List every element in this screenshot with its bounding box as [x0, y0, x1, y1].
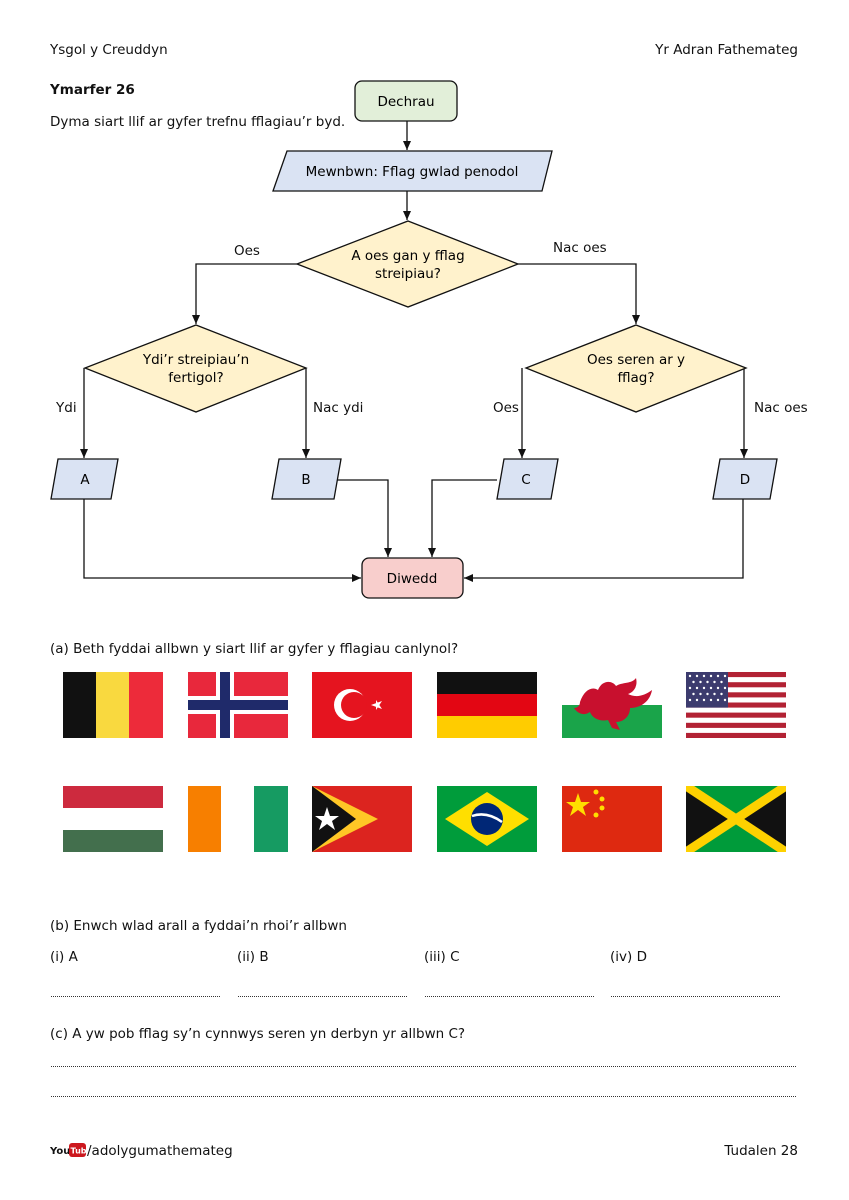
decision-main — [295, 220, 520, 308]
branch-right-no: Nac oes — [754, 400, 808, 416]
belgium-flag — [63, 672, 163, 738]
end-box — [361, 557, 464, 599]
wales-flag — [562, 672, 662, 738]
decision-main-line1: A oes gan y fflag — [351, 248, 464, 264]
svg-text:Tube: Tube — [71, 1147, 87, 1156]
arrow-b-to-end — [334, 479, 392, 557]
start-box — [354, 80, 458, 122]
answer-line-b-ii[interactable] — [238, 996, 407, 997]
footer-page-number: Tudalen 28 — [724, 1143, 798, 1159]
input-box — [272, 150, 553, 192]
output-a-box — [50, 458, 119, 500]
question-b-iii: (iii) C — [424, 949, 460, 965]
footer-channel[interactable]: /adolygumathemateg — [87, 1143, 233, 1159]
output-b-box — [271, 458, 342, 500]
question-b-ii: (ii) B — [237, 949, 269, 965]
arrow-c-to-end — [428, 479, 497, 557]
arrow-main-no — [518, 263, 640, 324]
decision-left — [83, 324, 308, 413]
exercise-intro: Dyma siart llif ar gyfer trefnu fflagiau… — [50, 114, 346, 130]
flowchart: Dechrau Mewnbwn: Fflag gwlad penodol A o… — [50, 80, 778, 599]
norway-flag — [188, 672, 288, 738]
answer-line-b-i[interactable] — [51, 996, 220, 997]
east-timor-flag — [312, 786, 412, 852]
turkey-flag — [312, 672, 412, 738]
branch-right-yes: Oes — [493, 400, 519, 416]
question-a: (a) Beth fyddai allbwn y siart llif ar g… — [50, 641, 459, 657]
decision-left-line1: Ydi’r streipiau’n — [142, 352, 249, 368]
output-a-label: A — [80, 472, 90, 488]
branch-left-yes: Ydi — [56, 400, 77, 416]
jamaica-flag — [686, 786, 786, 852]
start-label: Dechrau — [377, 94, 434, 110]
arrow-a-to-end — [83, 499, 361, 582]
hungary-flag — [63, 786, 163, 852]
ireland-flag — [188, 786, 288, 852]
exercise-title: Ymarfer 26 — [50, 82, 135, 98]
answer-line-c-1[interactable] — [51, 1066, 796, 1067]
germany-flag — [437, 672, 537, 738]
arrow-main-yes — [192, 263, 297, 324]
output-b-label: B — [301, 472, 310, 488]
branch-left-no: Nac ydi — [313, 400, 364, 416]
output-d-box — [712, 458, 778, 500]
answer-line-b-iv[interactable] — [611, 996, 780, 997]
output-d-label: D — [740, 472, 750, 488]
branch-main-no: Nac oes — [553, 240, 607, 256]
youtube-logo: You Tube — [49, 1142, 93, 1162]
school-name: Ysgol y Creuddyn — [50, 42, 168, 58]
branch-main-yes: Oes — [234, 243, 260, 259]
question-b-i: (i) A — [50, 949, 78, 965]
answer-line-c-2[interactable] — [51, 1096, 796, 1097]
end-label: Diwedd — [387, 571, 438, 587]
output-c-label: C — [521, 472, 530, 488]
arrow-d-to-end — [464, 499, 744, 582]
decision-left-line2: fertigol? — [168, 370, 223, 386]
china-flag — [562, 786, 662, 852]
input-label: Mewnbwn: Fflag gwlad penodol — [306, 164, 519, 180]
decision-right — [524, 324, 748, 413]
svg-text:You: You — [50, 1146, 70, 1157]
decision-main-line2: streipiau? — [375, 266, 441, 282]
decision-right-line2: fflag? — [617, 370, 654, 386]
usa-flag — [686, 672, 786, 738]
decision-right-line1: Oes seren ar y — [587, 352, 685, 368]
department-name: Yr Adran Fathemateg — [655, 42, 798, 58]
question-b-iv: (iv) D — [610, 949, 647, 965]
question-b: (b) Enwch wlad arall a fyddai’n rhoi’r a… — [50, 918, 347, 934]
answer-line-b-iii[interactable] — [425, 996, 594, 997]
output-c-box — [496, 458, 559, 500]
brazil-flag — [437, 786, 537, 852]
question-c: (c) A yw pob fflag sy’n cynnwys seren yn… — [50, 1026, 466, 1042]
